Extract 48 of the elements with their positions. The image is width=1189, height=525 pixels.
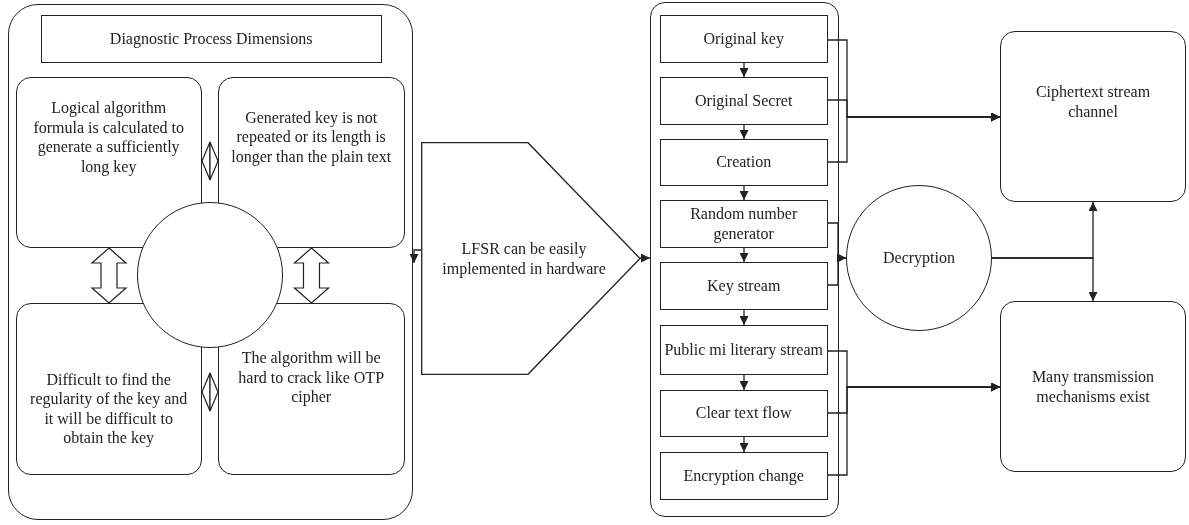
container-panel: [8, 4, 413, 520]
node-text: Public mi literary stream: [664, 339, 823, 360]
process-box: [1000, 301, 1186, 472]
node-text: Clear text flow: [695, 403, 792, 423]
node-text: Ciphertext stream channel: [1034, 82, 1152, 121]
node-text: The algorithm will be hard to crack like OTP cipher: [237, 348, 386, 407]
arrow: [739, 62, 749, 78]
node-text: Creation: [716, 152, 772, 172]
block-double-arrow: [90, 246, 128, 304]
node-text: Diagnostic Process Dimensions: [109, 28, 313, 49]
arrow: [739, 436, 749, 453]
container-panel: [650, 2, 839, 517]
process-box: [659, 138, 828, 186]
arrow: [739, 185, 749, 201]
process-box: [659, 199, 828, 248]
node-text: Original Secret: [695, 90, 793, 111]
process-box: [40, 14, 382, 63]
node-text: Difficult to find the regularity of the key and it will be difficult to obtain the key: [29, 369, 189, 448]
arrow: [739, 247, 749, 263]
process-box: [659, 76, 828, 125]
arrow: [739, 374, 749, 391]
node-text: Logical algorithm formula is calculated to generate a sufficiently long key: [32, 98, 185, 177]
arrow: [409, 249, 422, 264]
arrow: [739, 309, 749, 326]
process-box: [659, 451, 828, 500]
arrow: [827, 382, 1001, 476]
node-text: Random number generator: [689, 204, 799, 244]
process-box: [659, 14, 828, 63]
pentagon-shape: [421, 142, 641, 375]
arrow: [739, 124, 749, 140]
arrow: [827, 253, 847, 286]
node-text: Key stream: [707, 275, 781, 296]
process-box: [1000, 31, 1186, 202]
process-box: [659, 389, 828, 437]
arrow: [827, 112, 1001, 163]
double-arrow: [201, 141, 219, 181]
node-text: Many transmission mechanisms exist: [1031, 367, 1155, 406]
node-text: Encryption change: [683, 465, 804, 486]
process-box: [659, 261, 828, 310]
block-double-arrow: [292, 246, 330, 304]
node-text: Decryption: [883, 248, 955, 268]
arrow: [639, 253, 651, 263]
process-box: [659, 324, 828, 375]
node-text: Generated key is not repeated or its length is longer than the plain text: [230, 107, 392, 167]
node-text: Original key: [703, 28, 784, 49]
arrow: [991, 257, 1098, 302]
double-arrow: [201, 372, 219, 412]
node-text: LFSR can be easily implemented in hardware: [441, 239, 607, 278]
